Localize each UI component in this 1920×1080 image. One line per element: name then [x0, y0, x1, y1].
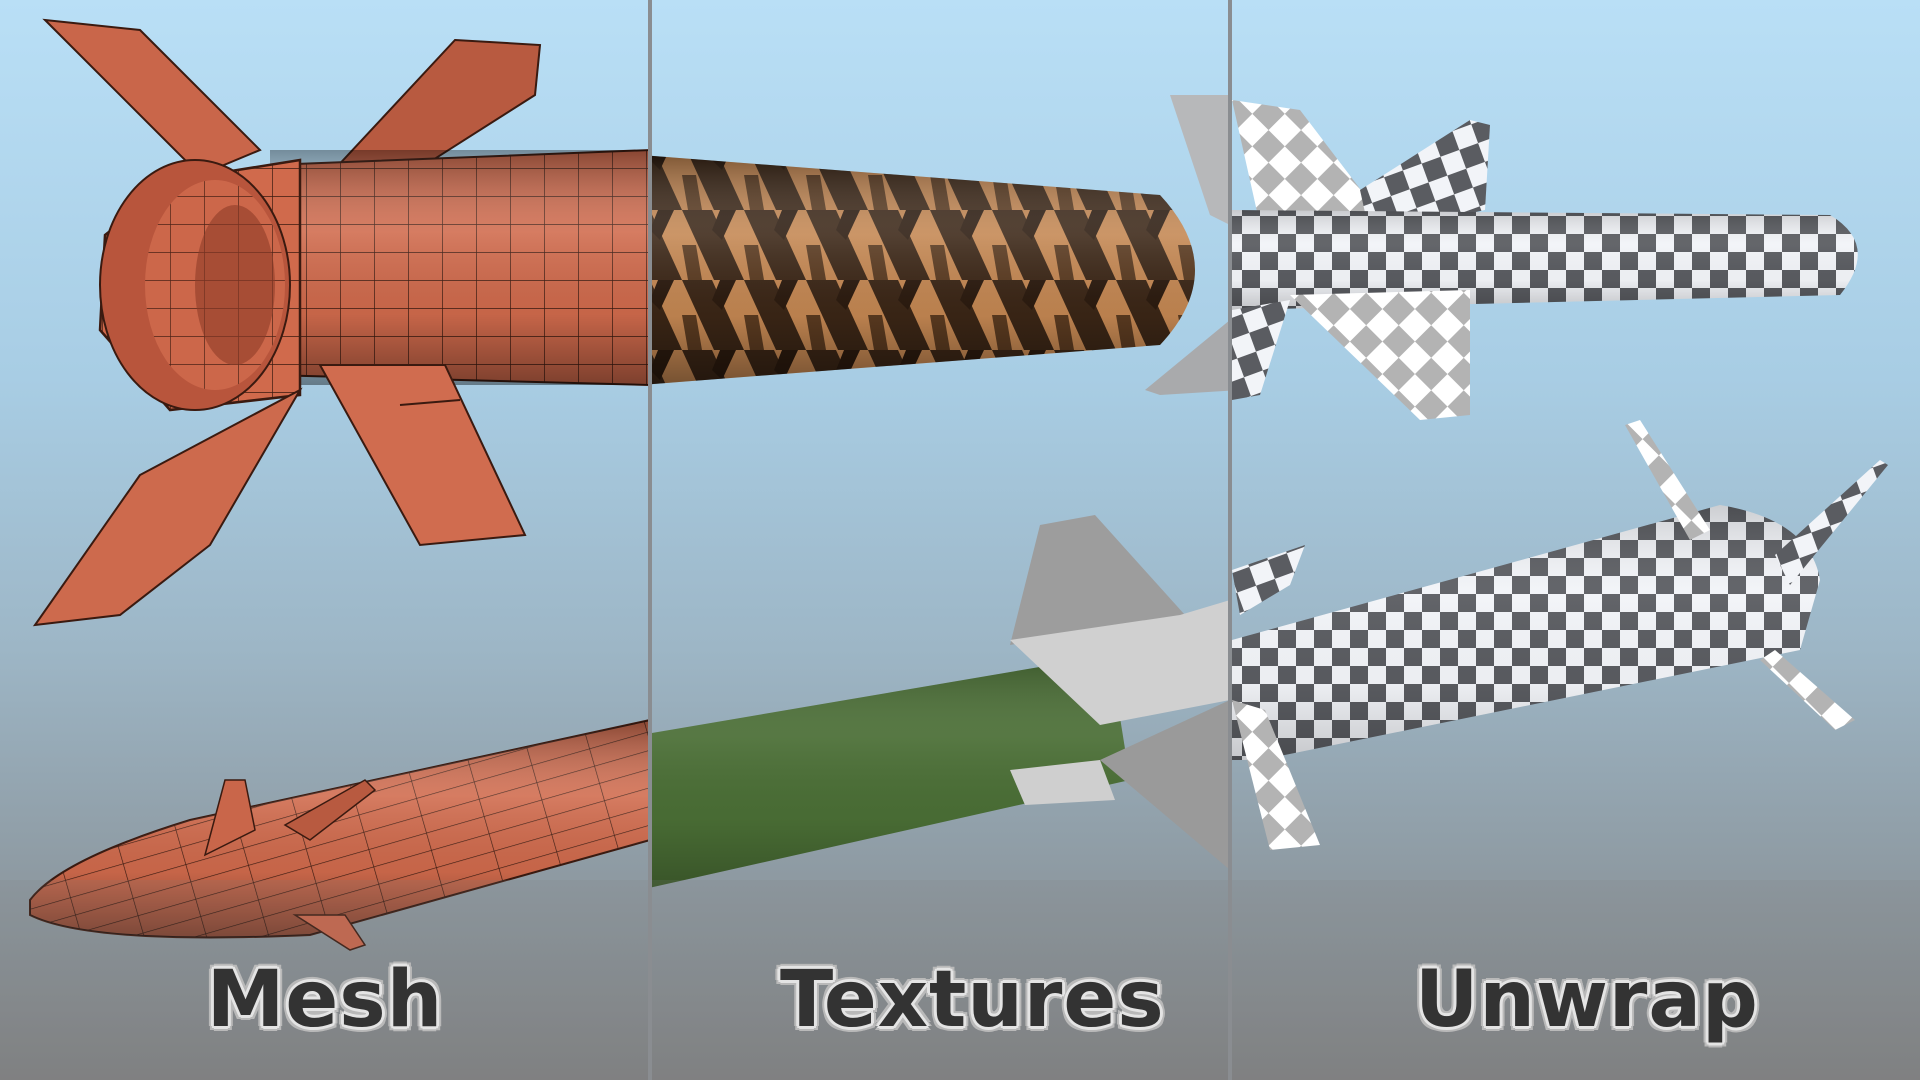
panel-label-unwrap: Unwrap	[1415, 955, 1759, 1045]
panel-divider-2	[1228, 0, 1232, 1080]
panel-label-mesh: Mesh	[206, 955, 444, 1045]
panel-label-textures: Textures	[780, 955, 1165, 1045]
mesh-panel	[29, 18, 648, 951]
textures-panel	[652, 95, 1228, 888]
unwrap-panel	[1232, 100, 1888, 850]
panel-divider-1	[648, 0, 652, 1080]
